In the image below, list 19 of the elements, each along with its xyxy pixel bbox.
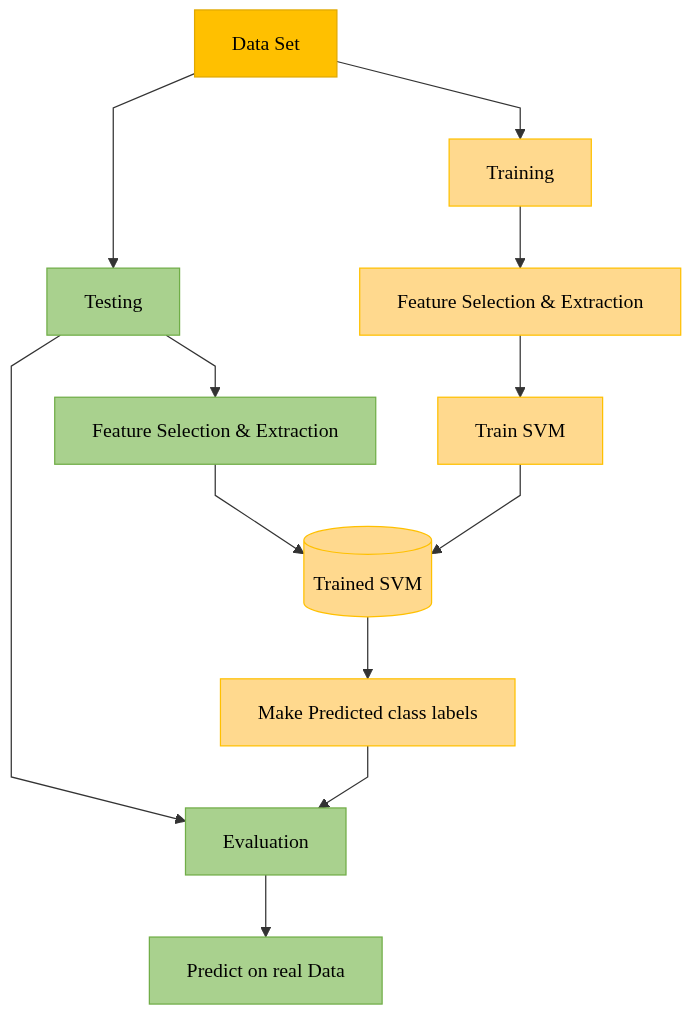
node-box: Evaluation: [184, 807, 347, 876]
node-box: Train SVM: [437, 396, 604, 465]
node-box: Predict on real Data: [148, 936, 383, 1005]
arrow: [336, 60, 526, 140]
node-box: Training: [448, 138, 592, 207]
node-box: Data Set: [193, 9, 338, 78]
node-box: Feature Selection & Extraction: [54, 396, 377, 465]
node-box: Feature Selection & Extraction: [359, 267, 682, 336]
node-box: Make Predicted class labels: [219, 678, 516, 747]
arrow: [362, 616, 374, 680]
arrow: [318, 745, 369, 809]
arrow: [165, 334, 221, 398]
arrow: [214, 463, 305, 555]
arrow: [431, 463, 521, 555]
arrow: [514, 334, 526, 398]
arrow: [10, 334, 186, 824]
arrow: [514, 205, 526, 269]
node-box: Testing: [46, 267, 181, 336]
arrow: [260, 874, 272, 938]
